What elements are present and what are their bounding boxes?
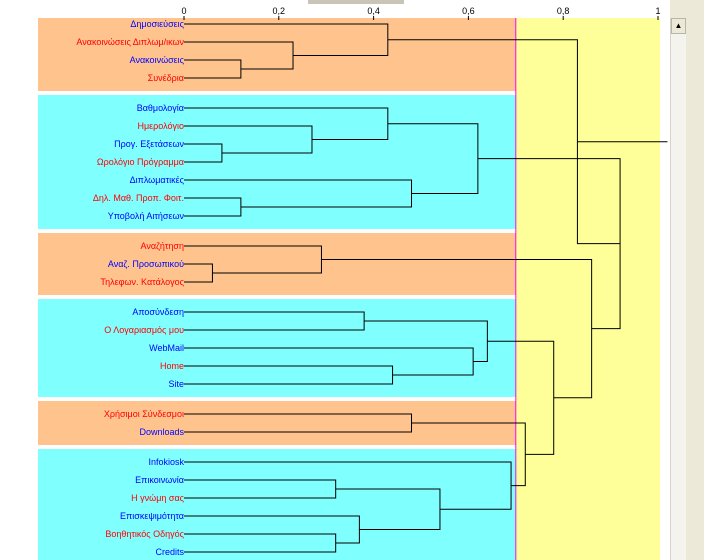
leaf-label: Διπλωματικές	[129, 175, 184, 185]
vertical-scrollbar[interactable]: ▲	[670, 18, 687, 560]
leaf-label: Χρήσιμοι Σύνδεσμοι	[103, 409, 184, 419]
leaf-label: Credits	[155, 547, 184, 557]
axis-tick-label: 0,8	[556, 6, 570, 16]
leaf-label: Επισκεψιμότητα	[120, 511, 184, 521]
cluster-band	[38, 449, 516, 560]
leaf-label: Ο Λογαριασμός μου	[104, 325, 184, 335]
cluster-band	[38, 233, 516, 295]
leaf-label: Ανακοινώσεις Διπλωμ/ικων	[76, 37, 184, 47]
leaf-label: Infokiosk	[148, 457, 184, 467]
leaf-label: Ανακοινώσεις	[129, 55, 184, 65]
leaf-label: Δηλ. Μαθ. Προπ. Φοιτ.	[92, 193, 184, 203]
leaf-label: Συνέδρια	[147, 73, 184, 83]
leaf-label: Τηλεφων. Κατάλογος	[100, 277, 184, 287]
leaf-label: Δημοσιεύσεις	[130, 19, 184, 29]
axis-tick-label: 0,2	[272, 6, 286, 16]
axis-tick-label: 0,4	[367, 6, 380, 16]
axis-tick-label: 0,6	[462, 6, 475, 16]
axis-tick-label: 0	[181, 6, 187, 16]
axis-tick-label: 1	[655, 6, 661, 16]
leaf-label: Η γνώμη σας	[131, 493, 184, 503]
leaf-label: Ημερολόγιο	[137, 121, 184, 131]
leaf-label: WebMail	[149, 343, 184, 353]
leaf-label: Υποβολή Αιτήσεων	[107, 211, 184, 221]
above-cut-zone	[515, 18, 670, 560]
horizontal-scroll-thumb[interactable]	[308, 0, 404, 4]
leaf-label: Αναζ. Προσωπικού	[107, 259, 184, 269]
plot-right-margin	[660, 18, 670, 560]
leaf-label: Επικοινωνία	[135, 475, 184, 485]
leaf-label: Αποσύνδεση	[132, 307, 184, 317]
leaf-label: Site	[168, 379, 184, 389]
cluster-band	[38, 18, 516, 91]
leaf-label: Home	[159, 361, 184, 371]
scroll-up-arrow-icon[interactable]: ▲	[671, 18, 686, 34]
leaf-label: Βαθμολογία	[136, 103, 184, 113]
leaf-label: Προγ. Εξετάσεων	[114, 139, 184, 149]
leaf-label: Αναζήτηση	[140, 241, 184, 251]
leaf-label: Βοηθητικός Οδηγός	[105, 529, 184, 539]
dendrogram-chart	[38, 16, 670, 560]
leaf-label: Ωρολόγιο Πρόγραμμα	[96, 157, 184, 167]
leaf-label: Downloads	[139, 427, 184, 437]
window-right-edge	[686, 0, 704, 560]
